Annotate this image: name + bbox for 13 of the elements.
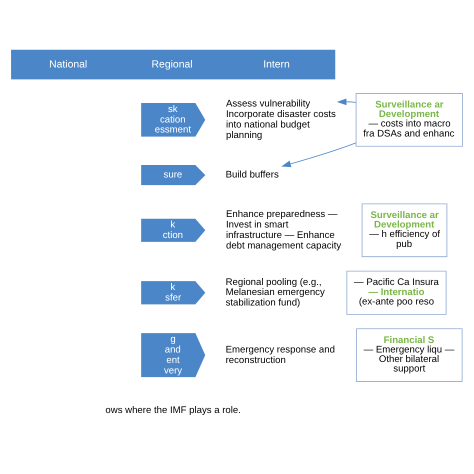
node-text: Enhance preparedness — Invest in smart infrastructure — Enhance debt management capacity	[226, 208, 342, 251]
node-text: Regional pooling (e.g., Melanesian emergency stabilization fund)	[226, 276, 325, 308]
node-box: Surveillance ar Development — costs into macro fra DSAs and enhanc	[356, 92, 463, 146]
node-text: Emergency response and reconstruction	[226, 344, 335, 366]
node-box: National Regional Intern	[11, 49, 336, 79]
node-box: — Pacific Ca Insura — Internatio (ex-ante poo reso	[346, 270, 446, 314]
node-box: Financial S — Emergency liqu — Other bilateral support	[356, 328, 463, 382]
label: ows where the IMF plays a role.	[105, 404, 241, 416]
node-text: Assess vulnerability Incorporate disaster costs into national budget planning	[226, 98, 336, 140]
node-box: Surveillance ar Development — h efficiency of pub	[362, 202, 448, 257]
arrow	[336, 98, 356, 105]
node-text: Build buffers	[226, 169, 279, 180]
arrow	[281, 142, 356, 167]
